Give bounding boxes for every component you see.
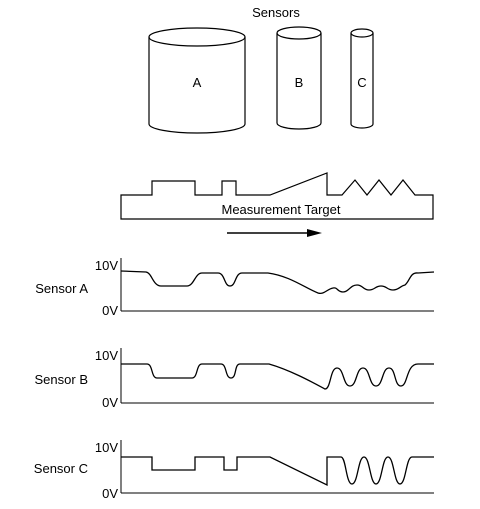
sensor-b-graph: Sensor B 10V 0V <box>35 348 434 410</box>
sensor-b-vmax-label: 10V <box>95 348 118 363</box>
sensor-a-signal <box>120 270 435 295</box>
sensor-b-vmin-label: 0V <box>102 395 118 410</box>
sensor-b-graph-label: Sensor B <box>35 372 88 387</box>
direction-arrow-icon <box>227 229 322 237</box>
sensor-c-vmax-label: 10V <box>95 440 118 455</box>
sensor-c-cylinder <box>350 28 374 129</box>
sensor-c-vmin-label: 0V <box>102 486 118 501</box>
sensor-c-graph-label: Sensor C <box>34 461 88 476</box>
measurement-target-label: Measurement Target <box>222 202 341 217</box>
sensor-c-label: C <box>357 75 366 90</box>
sensor-a-vmax-label: 10V <box>95 258 118 273</box>
sensor-a-cylinder <box>148 27 246 134</box>
measurement-target <box>120 172 434 220</box>
sensor-c-graph: Sensor C 10V 0V <box>34 440 434 501</box>
sensor-a-label: A <box>193 75 202 90</box>
sensor-a-graph-label: Sensor A <box>35 281 88 296</box>
sensor-a-vmin-label: 0V <box>102 303 118 318</box>
sensor-c-signal <box>121 456 434 487</box>
sensor-a-graph: Sensor A 10V 0V <box>35 258 435 318</box>
sensor-b-signal <box>121 363 434 390</box>
sensor-b-cylinder <box>276 26 322 130</box>
diagram-title: Sensors <box>252 5 300 20</box>
sensor-b-label: B <box>295 75 304 90</box>
